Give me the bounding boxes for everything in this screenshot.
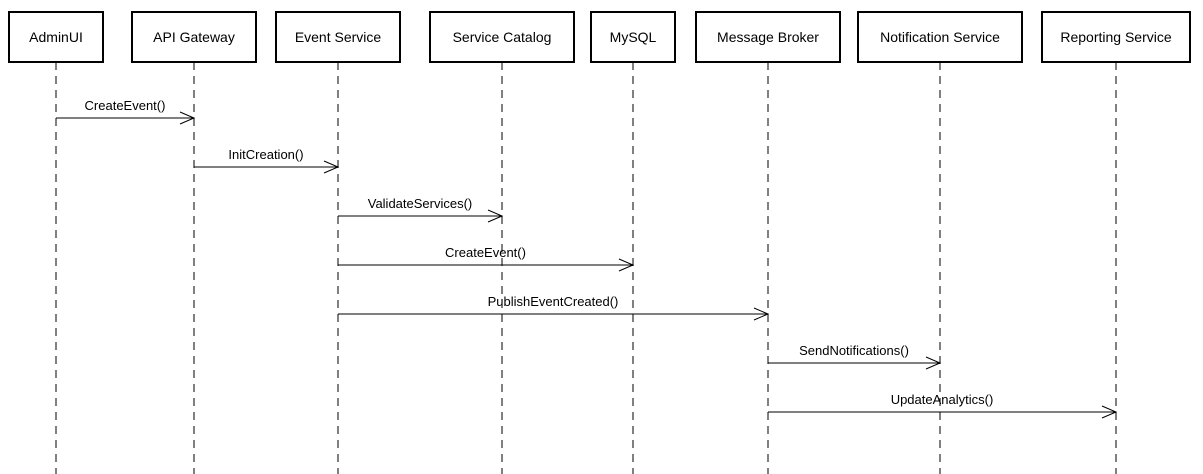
participant-box	[590, 11, 676, 63]
participant-box	[1041, 11, 1191, 63]
participant-label: Notification Service	[880, 29, 1000, 45]
participant-notification-service: Notification Service	[857, 11, 1023, 63]
participant-label: AdminUI	[29, 29, 83, 45]
arrowhead-icon	[487, 209, 504, 223]
participant-message-broker: Message Broker	[695, 11, 841, 63]
participant-reporting-service: Reporting Service	[1041, 11, 1191, 63]
participant-event-service: Event Service	[275, 11, 401, 63]
arrowhead-icon	[753, 307, 770, 321]
message-label: PublishEventCreated()	[488, 294, 619, 309]
participant-box	[695, 11, 841, 63]
participant-label: MySQL	[610, 29, 657, 45]
message-3: ValidateServices()	[338, 196, 504, 223]
participant-adminui: AdminUI	[8, 11, 104, 63]
message-7: UpdateAnalytics()	[768, 392, 1118, 419]
message-label: SendNotifications()	[799, 343, 909, 358]
participant-label: Event Service	[295, 29, 382, 45]
message-1: CreateEvent()	[56, 98, 196, 125]
participants: AdminUI API Gateway Event Service Service C…	[8, 11, 1191, 63]
arrowhead-icon	[179, 111, 196, 125]
message-label: CreateEvent()	[85, 98, 166, 113]
message-label: CreateEvent()	[445, 245, 526, 260]
message-label: InitCreation()	[228, 147, 303, 162]
participant-mysql: MySQL	[590, 11, 676, 63]
participant-label: Message Broker	[717, 29, 819, 45]
participant-box	[275, 11, 401, 63]
participant-box	[429, 11, 575, 63]
participant-label: API Gateway	[153, 29, 235, 45]
participant-api-gateway: API Gateway	[131, 11, 257, 63]
lifelines	[55, 62, 1117, 474]
participant-box	[857, 11, 1023, 63]
participant-label: Reporting Service	[1060, 29, 1171, 45]
arrowhead-icon	[323, 160, 340, 174]
message-4: CreateEvent()	[338, 245, 635, 272]
message-label: UpdateAnalytics()	[891, 392, 994, 407]
message-6: SendNotifications()	[768, 343, 942, 370]
participant-box	[8, 11, 104, 63]
participant-label: Service Catalog	[453, 29, 552, 45]
arrowhead-icon	[1101, 405, 1118, 419]
messages: CreateEvent() InitCreation() ValidateServi…	[56, 98, 1118, 419]
participant-service-catalog: Service Catalog	[429, 11, 575, 63]
arrowhead-icon	[925, 356, 942, 370]
message-label: ValidateServices()	[368, 196, 473, 211]
message-2: InitCreation()	[194, 147, 340, 174]
message-5: PublishEventCreated()	[338, 294, 770, 321]
participant-box	[131, 11, 257, 63]
arrowhead-icon	[618, 258, 635, 272]
